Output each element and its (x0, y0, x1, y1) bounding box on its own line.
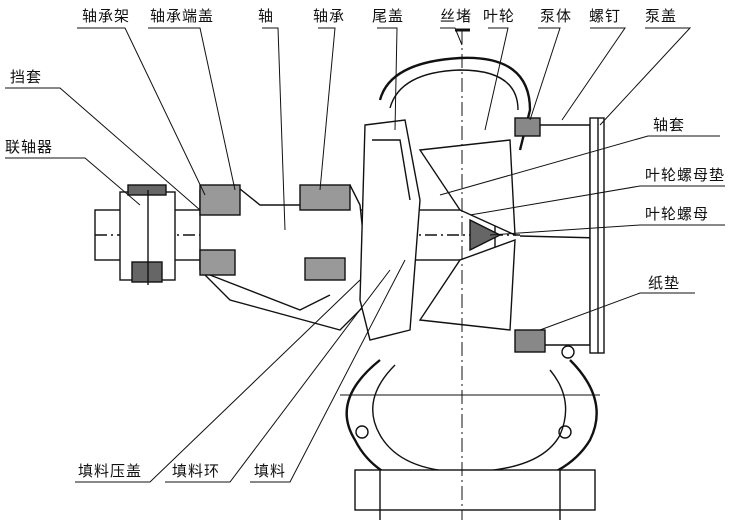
label-pump-cover: 泵盖 (645, 7, 678, 25)
label-packing-gland: 填料压盖 (78, 462, 143, 480)
label-bearing: 轴承 (313, 7, 346, 25)
label-impeller-nut-washer: 叶轮螺母垫 (645, 166, 726, 184)
label-plug: 丝堵 (440, 7, 473, 25)
leader-lines (5, 27, 725, 483)
label-screw: 螺钉 (589, 7, 622, 25)
pump-cover-drawing (455, 28, 605, 354)
label-paper-gasket: 纸垫 (648, 274, 681, 292)
label-packing-ring: 填料环 (172, 462, 221, 480)
label-bearing-frame: 轴承架 (82, 7, 131, 25)
label-impeller-nut: 叶轮螺母 (645, 205, 710, 223)
coupling-drawing (119, 184, 176, 285)
label-impeller: 叶轮 (483, 7, 516, 25)
label-shaft: 轴 (258, 7, 275, 25)
pump-body-drawing (340, 30, 600, 520)
label-bearing-end-cover: 轴承端盖 (150, 7, 215, 25)
label-pump-body: 泵体 (540, 7, 573, 25)
label-tail-cover: 尾盖 (372, 7, 405, 25)
label-retaining-sleeve: 挡套 (10, 68, 43, 86)
label-coupling: 联轴器 (5, 138, 54, 156)
label-packing: 填料 (254, 462, 287, 480)
tail-cover-drawing (359, 119, 421, 341)
bearing-frame-drawing (199, 184, 371, 331)
label-shaft-sleeve: 轴套 (653, 116, 686, 134)
